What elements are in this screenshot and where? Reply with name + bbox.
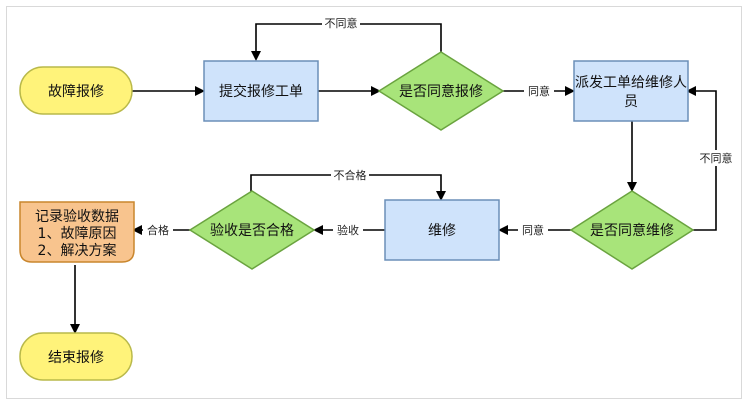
- edge-label-bg: [143, 222, 173, 238]
- record-data-line3: 2、解决方案: [38, 242, 117, 259]
- approve-report-decision: [377, 51, 505, 131]
- edge-label-bg: [697, 150, 735, 166]
- edge-label-agree-2: 同意: [522, 223, 544, 237]
- submit-ticket-process: [203, 60, 319, 122]
- record-data-line2: 1、故障原因: [38, 226, 117, 242]
- start-terminal-label: 故障报修: [48, 84, 104, 100]
- edge-label-bg: [322, 15, 360, 31]
- edge-label-disagree-right: 不同意: [700, 151, 733, 165]
- edge-label-bg: [331, 167, 369, 183]
- edge-label-unqualified: 不合格: [334, 168, 367, 182]
- acceptance-label: 验收是否合格: [210, 223, 294, 239]
- approve-report-label: 是否同意报修: [399, 83, 483, 100]
- end-terminal-label: 结束报修: [48, 350, 104, 366]
- start-terminal: [19, 66, 133, 115]
- repair-label: 维修: [428, 223, 456, 239]
- submit-ticket-label: 提交报修工单: [219, 83, 303, 100]
- edge-label-disagree-top: 不同意: [325, 16, 358, 30]
- repair-process: [384, 199, 500, 261]
- acceptance-decision: [188, 190, 316, 270]
- edge-label-bg: [524, 83, 554, 99]
- dispatch-ticket-label-line1: 派发工单给维修人: [575, 75, 687, 91]
- dispatch-ticket-label-line2: 员: [624, 94, 638, 110]
- approve-repair-decision: [569, 190, 695, 270]
- edge-label-inspect: 验收: [337, 223, 359, 237]
- end-terminal: [19, 332, 133, 381]
- record-data-document: [19, 201, 135, 263]
- edge-label-agree-1: 同意: [528, 84, 550, 98]
- edge-label-bg: [333, 222, 363, 238]
- edge-label-bg: [518, 222, 548, 238]
- approve-repair-label: 是否同意维修: [590, 222, 674, 239]
- edge-label-qualified: 合格: [147, 223, 169, 237]
- dispatch-ticket-process: [573, 60, 689, 122]
- record-data-line1: 记录验收数据: [35, 209, 119, 225]
